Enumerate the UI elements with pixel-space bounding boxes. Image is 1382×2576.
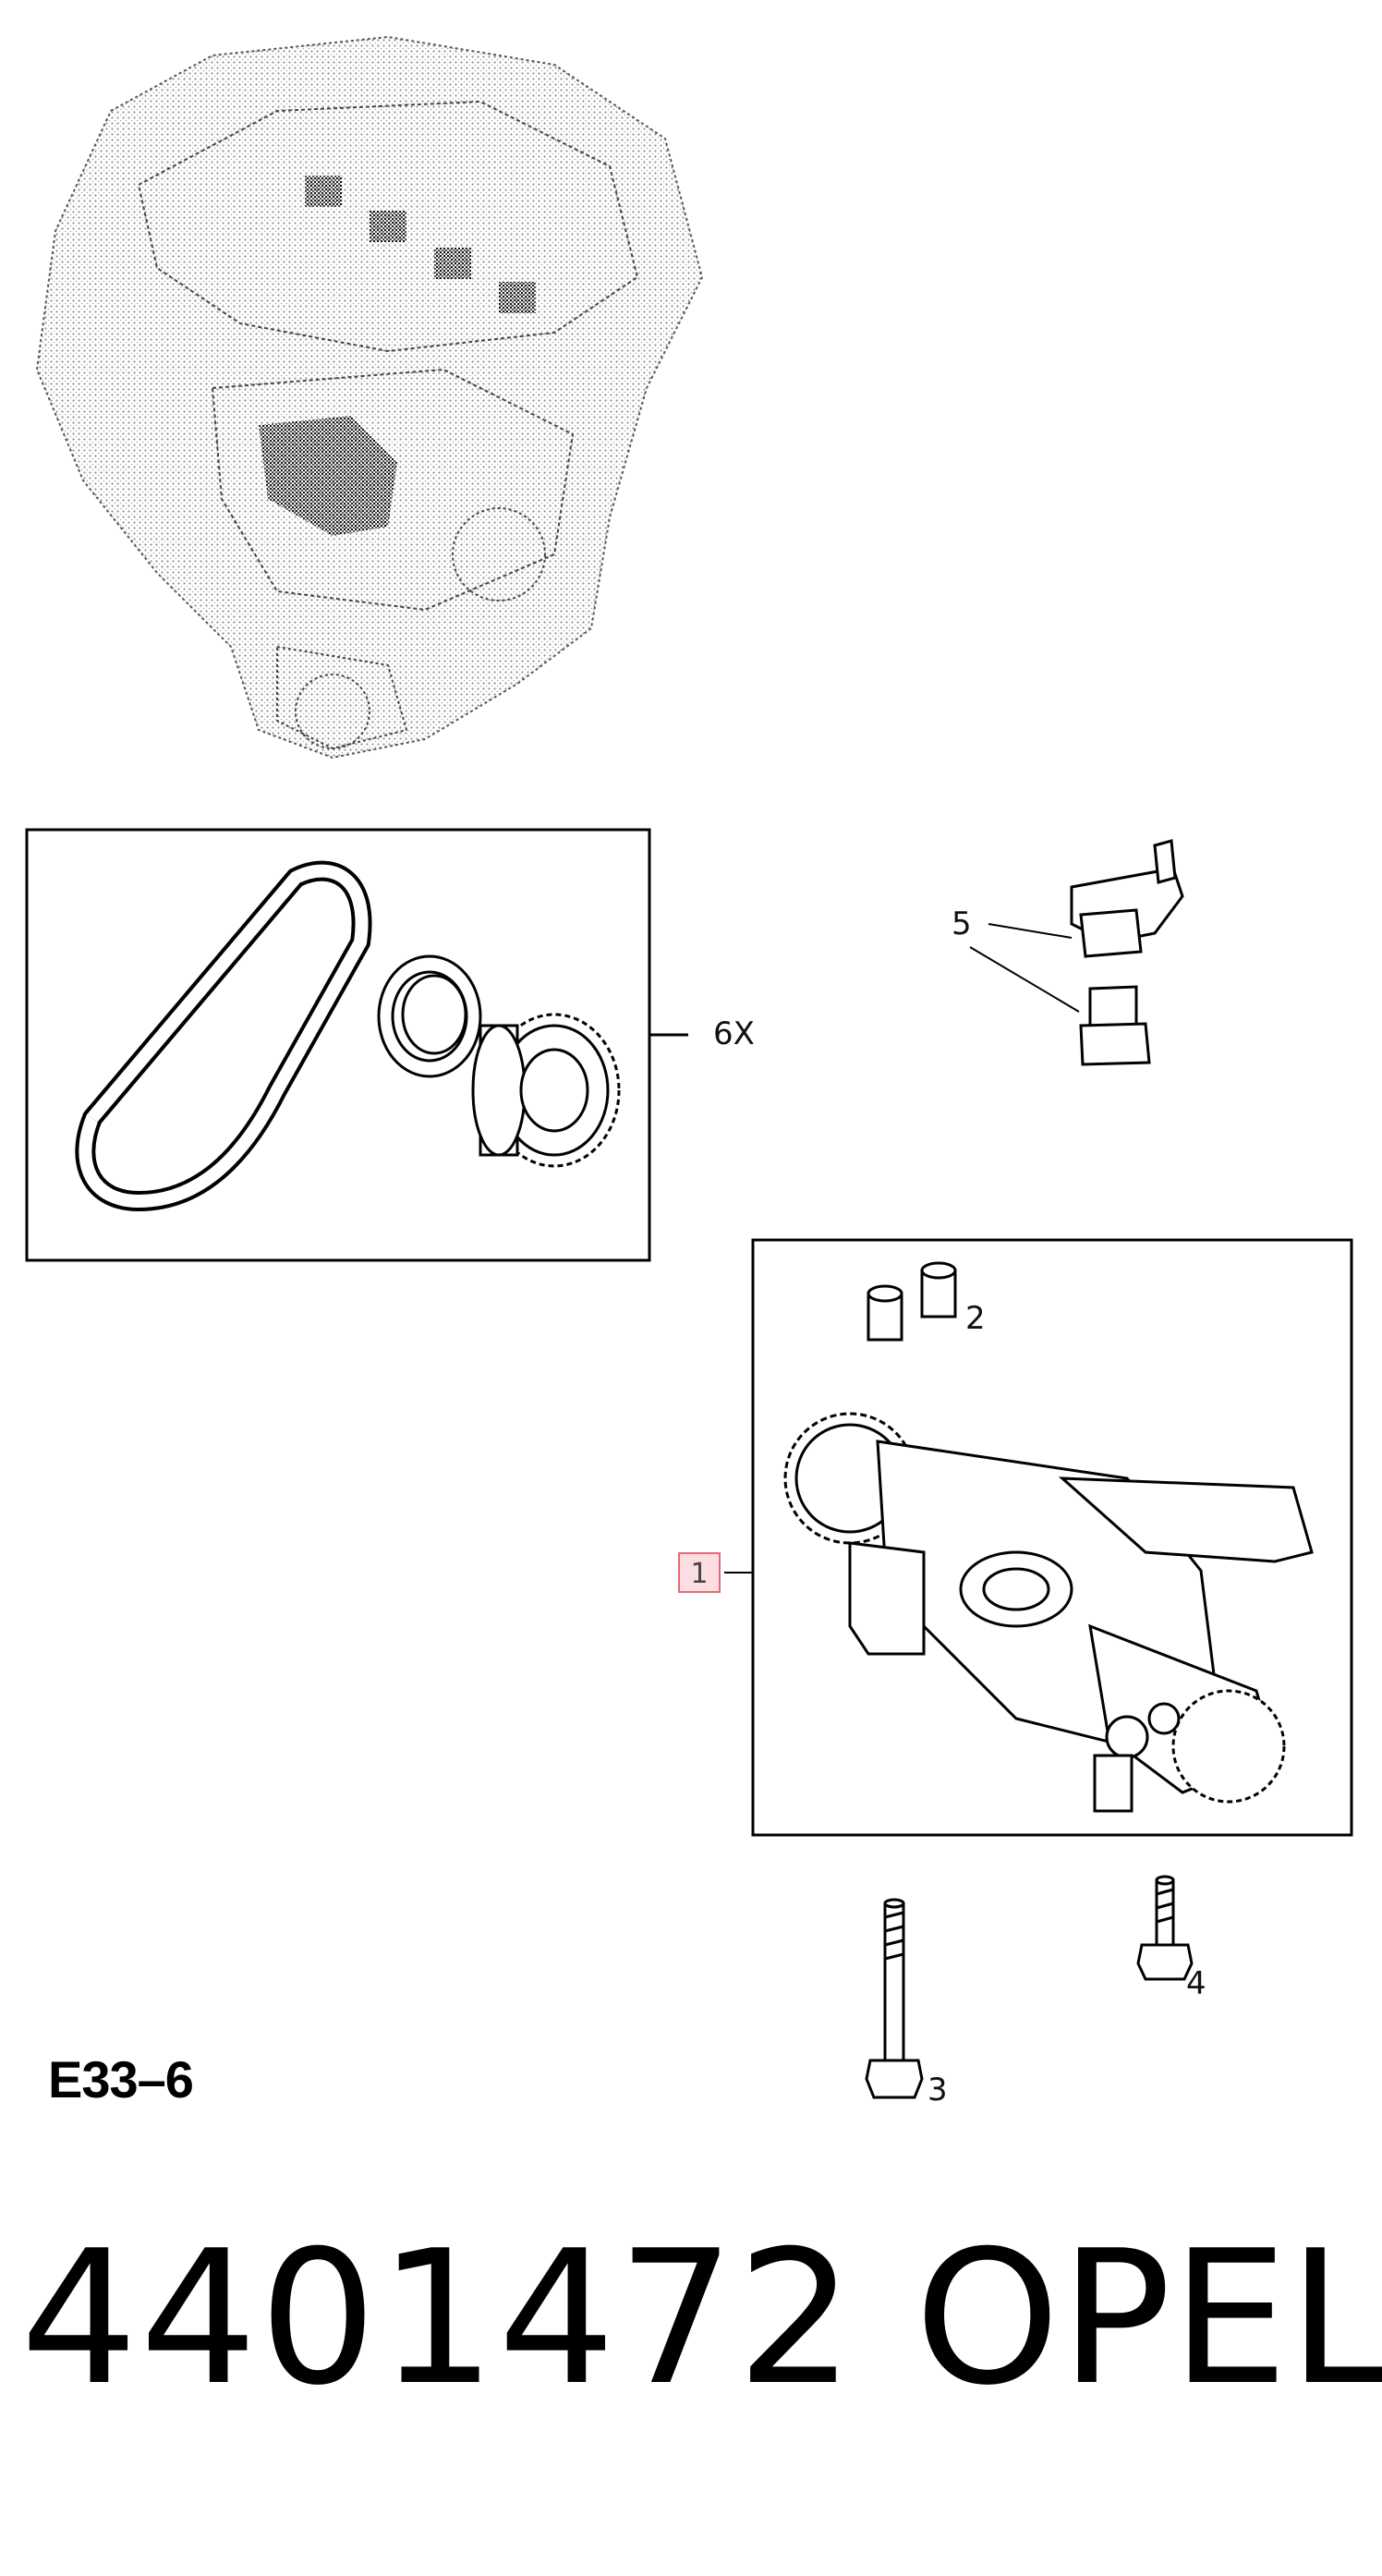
chain-seal-ring [377,954,482,1078]
callout-5: 5 [952,905,972,942]
oil-pump-frame [751,1238,1353,1837]
part-number: 4401472 [20,2211,856,2426]
diagram-code: E33–6 [48,2050,194,2108]
chain-sprocket [471,1013,621,1168]
valve-leader-line-1 [988,923,1073,939]
brand-name: OPEL [915,2211,1382,2426]
long-bolt-illustration [865,1898,924,2099]
callout-2: 2 [965,1300,986,1337]
callout-6x: 6X [713,1015,755,1052]
chain-kit-frame [25,828,651,1262]
oil-pump-illustration [783,1412,1314,1813]
callout-4: 4 [1186,1965,1206,2002]
valve-leader-line-2 [969,946,1080,1013]
timing-chain [75,860,372,1212]
valve-assembly-illustration [1070,839,1184,1066]
engine-overview-illustration [35,35,704,759]
callout-1: 1 [678,1552,721,1593]
callout-3: 3 [927,2072,948,2108]
dowel-sleeves [867,1261,957,1342]
short-bolt-illustration [1136,1875,1194,1981]
